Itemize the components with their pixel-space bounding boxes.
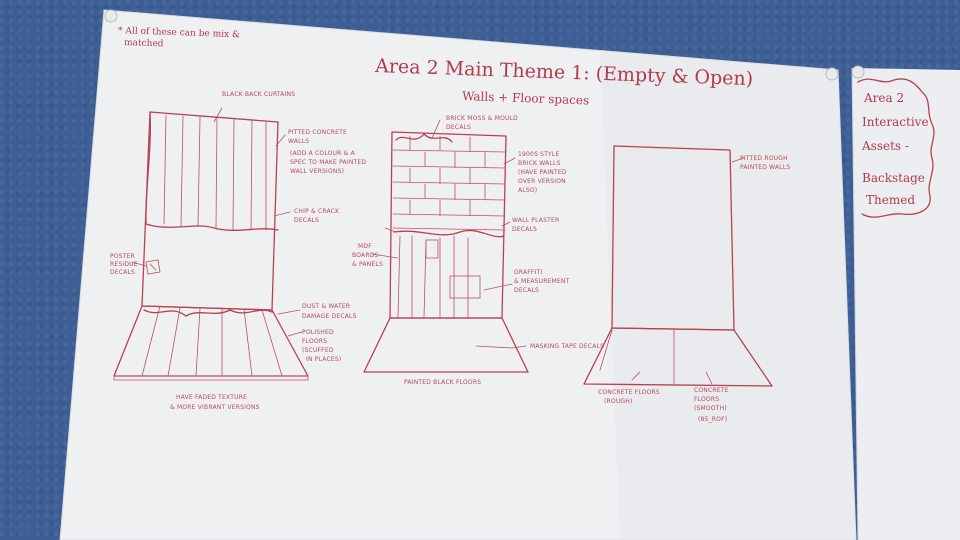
- label-walls: (ADD A COLOUR & A: [290, 150, 356, 157]
- label-concrete-smooth: (SMOOTH): [694, 405, 727, 412]
- label-graffiti: DECALS: [514, 287, 539, 294]
- label-poster-residue: DECALS: [110, 269, 135, 276]
- label-polished-floors: IN PLACES): [306, 356, 341, 363]
- label-moss-mould: DECALS: [446, 124, 471, 131]
- label-brick-walls: OVER VERSION: [518, 178, 566, 185]
- label-faded-texture: & MORE VIBRANT VERSIONS: [170, 404, 260, 411]
- label-polished-floors: POLISHED: [302, 329, 334, 336]
- label-walls: WALL VERSIONS): [290, 168, 344, 175]
- side-note-line: Backstage: [862, 171, 925, 185]
- pushpin-icon: [851, 65, 865, 79]
- side-note-line: Themed: [866, 193, 915, 207]
- sheet-subtitle: Walls + Floor spaces: [462, 89, 590, 107]
- pushpin-icon: [104, 9, 118, 23]
- label-polished-floors: (SCUFFED: [302, 347, 334, 354]
- label-brick-walls: 1900S STYLE: [518, 151, 559, 158]
- label-moss-mould: BRICK MOSS & MOULD: [446, 115, 518, 122]
- label-dust-water: DUST & WATER: [302, 303, 350, 310]
- middle-sketch: [363, 119, 529, 373]
- label-curtains: BLACK BACK CURTAINS: [222, 91, 295, 98]
- label-wall-plaster: DECALS: [512, 226, 537, 233]
- label-walls: WALLS: [288, 138, 309, 145]
- label-masking-tape: MASKING TAPE DECALS: [530, 343, 604, 350]
- left-sketch: [113, 107, 309, 381]
- label-chip-crack: CHIP & CRACK: [294, 208, 340, 215]
- label-poster-residue: POSTER: [110, 253, 135, 260]
- label-mdf-boards: & PANELS: [352, 261, 383, 268]
- label-brick-walls: ALSO): [518, 187, 537, 194]
- label-graffiti: GRAFFITI: [514, 269, 542, 276]
- label-concrete-smooth: CONCRETE: [694, 387, 729, 394]
- label-concrete-smooth: FLOORS: [694, 396, 719, 403]
- corner-note: * All of these can be mix &: [118, 26, 240, 40]
- label-brick-walls: BRICK WALLS: [518, 160, 561, 167]
- label-concrete-smooth: (85_ROF): [698, 416, 727, 423]
- side-note-line: Assets -: [861, 139, 909, 153]
- label-poster-residue: RESIDUE: [110, 261, 138, 268]
- side-note-line: Area 2: [863, 91, 904, 105]
- label-wall-plaster: WALL PLASTER: [512, 217, 559, 224]
- label-concrete-rough: (ROUGH): [604, 398, 633, 405]
- label-mdf-boards: BOARDS: [352, 252, 379, 259]
- label-graffiti: & MEASUREMENT: [514, 278, 570, 285]
- label-dust-water: DAMAGE DECALS: [302, 313, 357, 320]
- right-sketch: [583, 145, 773, 387]
- label-chip-crack: DECALS: [294, 217, 319, 224]
- label-painted-walls: PAINTED WALLS: [740, 164, 790, 171]
- label-brick-walls: (HAVE PAINTED: [518, 169, 567, 176]
- label-walls: SPEC TO MAKE PAINTED: [290, 159, 366, 166]
- label-concrete-rough: CONCRETE FLOORS: [598, 389, 660, 396]
- label-mdf-boards: MDF: [358, 243, 372, 250]
- label-black-floors: PAINTED BLACK FLOORS: [404, 379, 481, 386]
- label-faded-texture: HAVE FADED TEXTURE: [176, 394, 247, 401]
- side-note-line: Interactive: [862, 115, 929, 129]
- side-sheet-cloud: [857, 78, 935, 218]
- label-polished-floors: FLOORS: [302, 338, 327, 345]
- pushpin-icon: [825, 67, 839, 81]
- corner-note-cont: matched: [124, 38, 164, 49]
- label-painted-walls: PITTED ROUGH: [740, 155, 788, 162]
- side-paper-sheet: [852, 68, 960, 540]
- label-walls: PITTED CONCRETE: [288, 129, 347, 136]
